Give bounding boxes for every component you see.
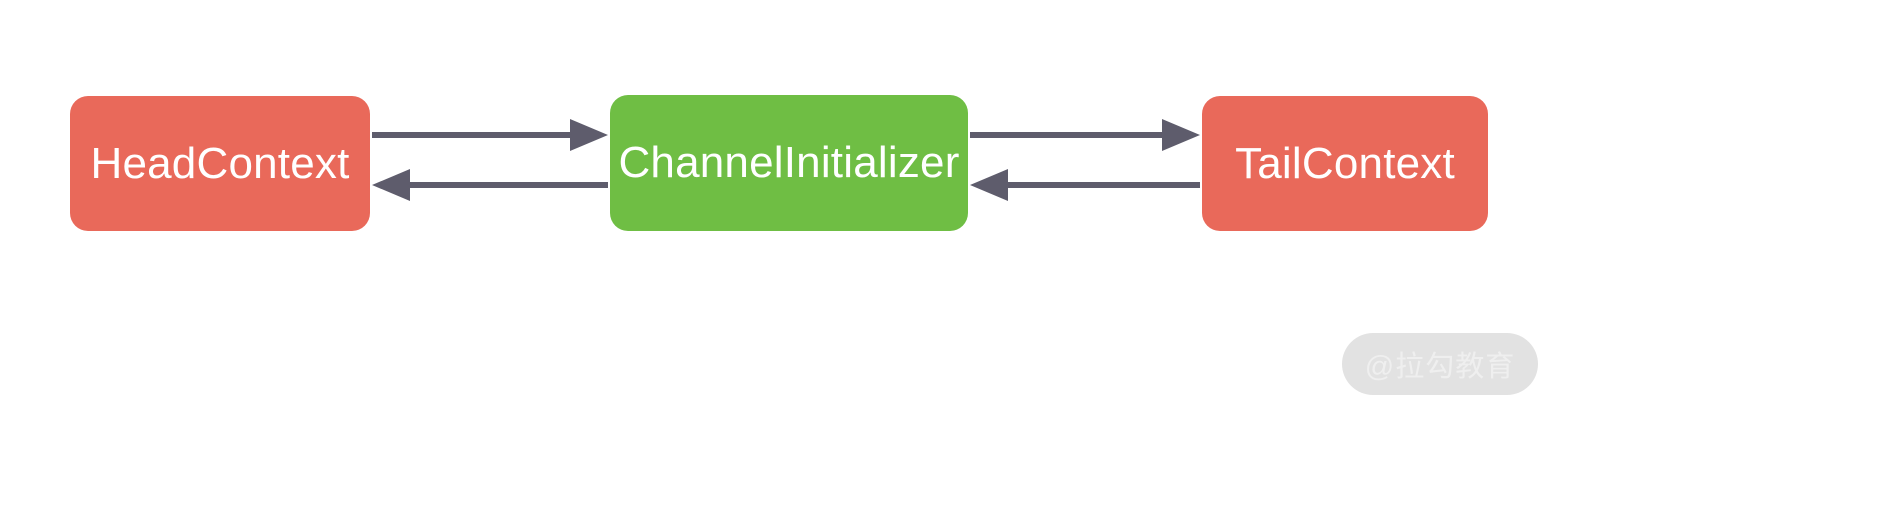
watermark-badge: @拉勾教育 [1342, 333, 1538, 395]
edge-head-to-initializer [372, 119, 608, 151]
node-head-context[interactable]: HeadContext [70, 96, 370, 231]
watermark-label: @拉勾教育 [1364, 351, 1516, 383]
edge-initializer-to-head [372, 169, 608, 201]
node-head-context-label: HeadContext [90, 138, 350, 188]
node-tail-context[interactable]: TailContext [1202, 96, 1488, 231]
node-tail-context-label: TailContext [1235, 138, 1455, 188]
node-channel-initializer-label: ChannelInitializer [618, 138, 960, 187]
edge-initializer-to-tail [970, 119, 1200, 151]
node-channel-initializer[interactable]: ChannelInitializer [610, 95, 968, 231]
edge-tail-to-initializer [970, 169, 1200, 201]
